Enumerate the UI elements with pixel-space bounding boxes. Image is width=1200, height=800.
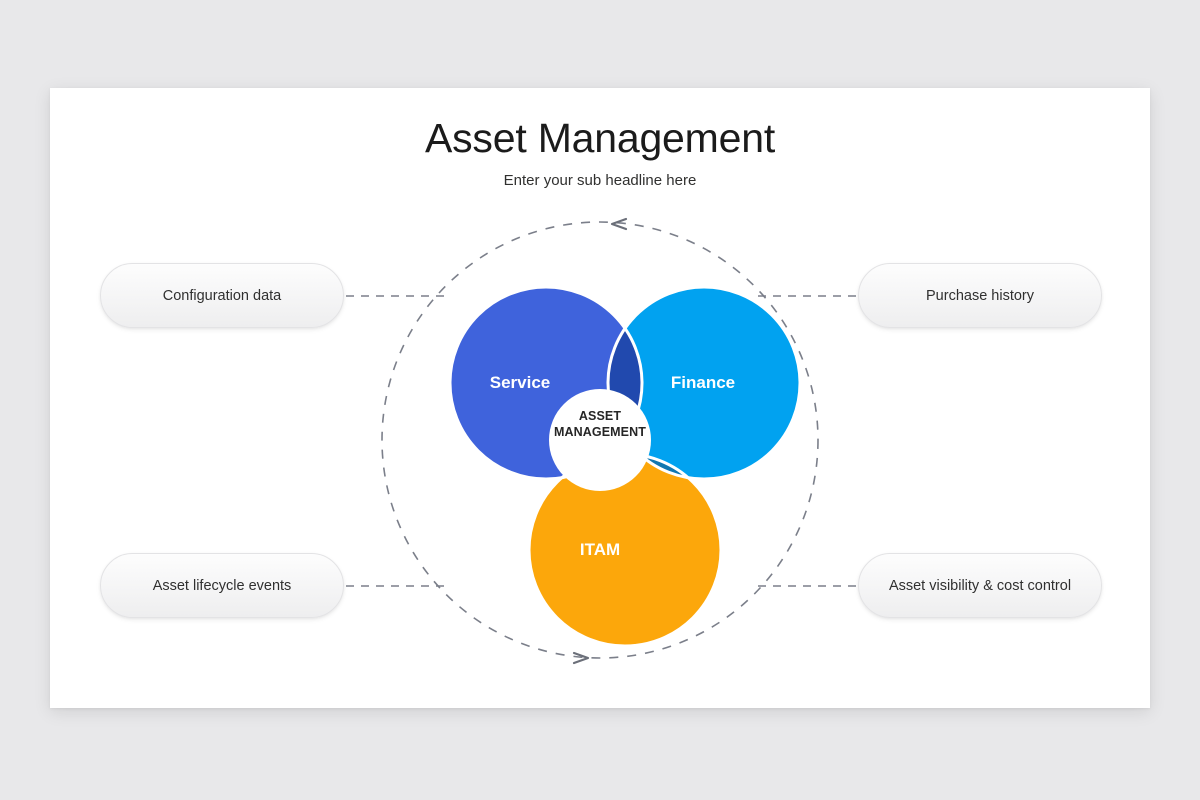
venn-circle-itam (529, 454, 721, 646)
callout-asset-visibility-cost-control-label: Asset visibility & cost control (888, 577, 1072, 594)
orbit-dashed-circle (381, 221, 819, 659)
slide-card: Asset Management Enter your sub headline… (50, 88, 1150, 708)
venn-outline-finance (606, 285, 802, 481)
page-subtitle: Enter your sub headline here (503, 172, 697, 189)
callout-asset-lifecycle-events-label: Asset lifecycle events (152, 577, 292, 594)
callout-configuration-data[interactable]: Configuration data (100, 263, 344, 328)
callout-asset-lifecycle-events[interactable]: Asset lifecycle events (100, 553, 344, 618)
callout-purchase-history-label: Purchase history (926, 287, 1034, 304)
callout-asset-visibility-cost-control[interactable]: Asset visibility & cost control (858, 553, 1102, 618)
venn-diagram-svg (346, 217, 856, 665)
venn-diagram-stage: Service Finance ITAM ASSET MANAGEMENT Co… (50, 88, 1150, 708)
venn-center-hub (549, 389, 651, 491)
orbit-arrow-bottom-icon (572, 651, 590, 665)
venn-outline-service (448, 285, 644, 481)
callout-configuration-data-label: Configuration data (162, 287, 282, 304)
orbit-arrow-top-icon (610, 217, 628, 231)
callout-purchase-history[interactable]: Purchase history (858, 263, 1102, 328)
venn-circle-finance (608, 287, 800, 479)
page-title: Asset Management (424, 115, 776, 161)
